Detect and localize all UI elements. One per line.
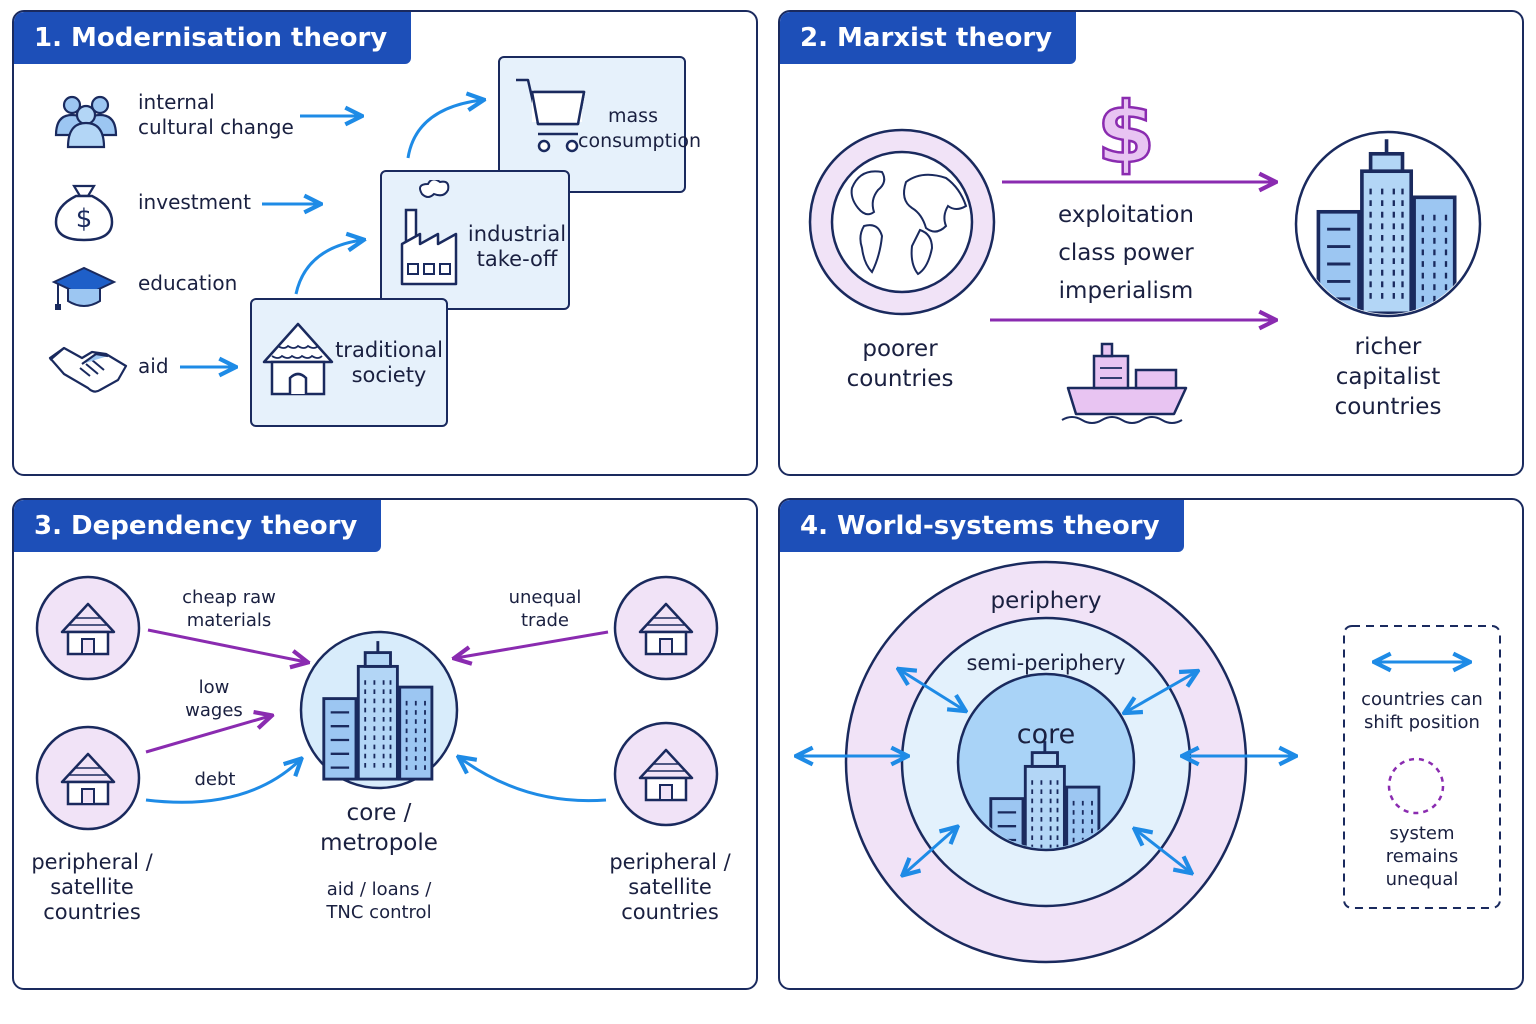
city-skyline-icon (1294, 130, 1482, 318)
label-poorer-countries: poorer countries (846, 336, 954, 392)
peripheral-node-top-right (613, 575, 719, 681)
flow-arrow-unequal-trade (456, 630, 609, 658)
stage-label-traditional-society: traditional society (335, 338, 443, 387)
stage-industrial-takeoff: industrial take-off (380, 170, 570, 310)
progression-arrow (294, 240, 362, 295)
globe-icon (808, 128, 996, 316)
marxist-diagram: $ (808, 83, 1482, 424)
world-systems-diagram (780, 560, 1501, 964)
concept-exploitation: exploitation (1058, 202, 1194, 228)
stage-label-industrial-takeoff: industrial take-off (467, 222, 567, 271)
peripheral-node-top-left (35, 575, 141, 681)
shopping-cart-icon (516, 78, 586, 153)
shift-arrow-lower-right (1136, 830, 1190, 872)
flow-arrow-raw-materials (147, 628, 306, 662)
shift-arrow-upper-left (900, 670, 964, 710)
dollar-icon: $ (1097, 84, 1155, 182)
people-group-icon (54, 95, 118, 149)
progression-arrow (406, 100, 482, 159)
svg-text:$: $ (76, 204, 93, 234)
panel-dependency: 3. Dependency theory cheap raw materials… (12, 498, 758, 990)
money-bag-icon: $ (54, 184, 114, 242)
shift-arrow-lower-left (904, 828, 956, 874)
label-peripheral-left: peripheral / satellite countries (31, 850, 153, 924)
modernisation-diagram: $ (48, 12, 758, 393)
label-core-metropole: core / metropole (320, 800, 438, 856)
legend-box (1343, 625, 1501, 909)
peripheral-node-bottom-right (613, 721, 719, 827)
factor-label-education: education (138, 271, 238, 295)
flow-label-low-wages: low wages (185, 677, 243, 721)
label-core-control: aid / loans / TNC control (326, 879, 432, 923)
label-richer-countries: richer capitalist countries (1334, 334, 1442, 420)
ring-label-core: core (1016, 719, 1076, 750)
peripheral-node-bottom-left (35, 725, 141, 831)
factor-label-investment: investment (138, 190, 251, 214)
concept-imperialism: imperialism (1058, 278, 1194, 304)
hut-icon (262, 322, 334, 396)
panel-marxist: $ 2. Marxist theory poorer countries ric… (778, 10, 1524, 476)
panel-world-systems: 4. World-systems theory periphery semi-p… (778, 498, 1524, 990)
panel-title-dependency: 3. Dependency theory (14, 500, 382, 552)
stage-traditional-society: traditional society (250, 298, 448, 427)
dependency-diagram (35, 575, 719, 831)
core-metropole-node (299, 630, 459, 790)
flow-arrow-control (460, 758, 607, 803)
flow-arrow-debt (145, 760, 300, 804)
panel-title-marxist: 2. Marxist theory (780, 12, 1077, 64)
factor-label-cultural-change: internal cultural change (138, 90, 294, 139)
ring-label-periphery: periphery (990, 588, 1102, 614)
flow-arrow-low-wages (145, 716, 270, 754)
shift-arrow-upper-right (1126, 672, 1196, 712)
flow-label-debt: debt (194, 769, 236, 790)
cargo-ship-icon (1061, 342, 1188, 424)
concept-class-power: class power (1058, 240, 1194, 266)
panel-title-world-systems: 4. World-systems theory (780, 500, 1184, 552)
stage-label-mass-consumption: mass consumption (578, 105, 702, 152)
flow-label-raw-materials: cheap raw materials (182, 587, 276, 631)
graduation-cap-icon (51, 266, 117, 310)
legend-label-system-unequal: system remains unequal (1385, 823, 1459, 890)
legend-label-shift-position: countries can shift position (1361, 689, 1483, 733)
panel-title-modernisation: 1. Modernisation theory (14, 12, 412, 64)
ring-label-semi-periphery: semi-periphery (966, 651, 1126, 675)
label-peripheral-right: peripheral / satellite countries (609, 850, 731, 924)
dashed-circle-icon (1387, 757, 1445, 815)
factory-icon (400, 180, 458, 286)
panel-modernisation: $ 1. Modernisation theory internal cultu… (12, 10, 758, 476)
flow-label-unequal-trade: unequal trade (508, 587, 582, 631)
handshake-icon (48, 346, 128, 393)
factor-label-aid: aid (138, 354, 169, 378)
